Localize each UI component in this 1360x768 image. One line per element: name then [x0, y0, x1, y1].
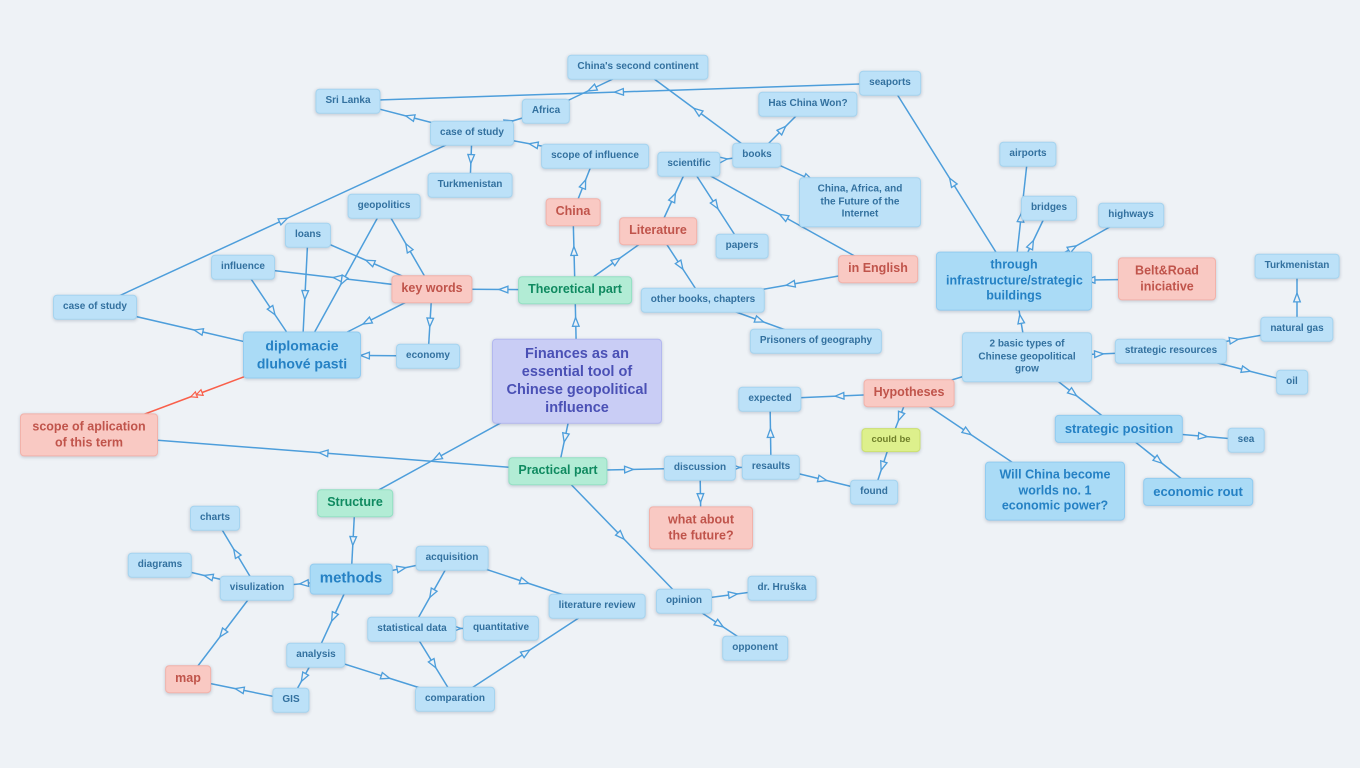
node-resaults[interactable]: resaults — [741, 454, 801, 480]
node-could-be[interactable]: could be — [861, 428, 921, 452]
node-scientific[interactable]: scientific — [657, 151, 721, 177]
node-belt-road[interactable]: Belt&Road iniciative — [1118, 257, 1216, 301]
node-strategic-resources[interactable]: strategic resources — [1114, 338, 1228, 364]
node-natural-gas[interactable]: natural gas — [1260, 316, 1334, 342]
node-other-books[interactable]: other books, chapters — [640, 287, 766, 313]
node-hypotheses[interactable]: Hypotheses — [863, 379, 955, 407]
node-literature[interactable]: Literature — [619, 217, 697, 245]
edge-practical-part-opinion — [557, 470, 685, 602]
node-books[interactable]: books — [732, 142, 782, 168]
node-opponent[interactable]: opponent — [722, 635, 788, 661]
node-finances[interactable]: Finances as an essential tool of Chinese… — [492, 338, 662, 424]
node-oil[interactable]: oil — [1276, 369, 1308, 395]
node-will-china[interactable]: Will China become worlds no. 1 economic … — [985, 461, 1125, 521]
edge-in-english-scientific — [688, 163, 879, 270]
node-opinion[interactable]: opinion — [655, 588, 713, 614]
node-china-africa-internet[interactable]: China, Africa, and the Future of the Int… — [799, 177, 921, 227]
edge-key-words-geopolitics — [383, 205, 433, 290]
edge-infrastructure-seaports — [889, 82, 1015, 282]
node-china[interactable]: China — [545, 198, 601, 226]
node-map[interactable]: map — [165, 665, 211, 693]
node-turkmenistan-right[interactable]: Turkmenistan — [1254, 253, 1340, 279]
node-dr-hruska[interactable]: dr. Hruška — [747, 575, 817, 601]
node-expected[interactable]: expected — [738, 386, 802, 412]
node-visulization[interactable]: visulization — [219, 575, 295, 601]
node-practical-part[interactable]: Practical part — [508, 457, 608, 485]
node-economic-rout[interactable]: economic rout — [1143, 477, 1253, 507]
node-diagrams[interactable]: diagrams — [127, 552, 193, 578]
node-two-basic-types[interactable]: 2 basic types of Chinese geopolitical gr… — [962, 332, 1092, 382]
node-sea[interactable]: sea — [1227, 427, 1265, 453]
edge-geopolitics-diplomacie — [301, 205, 385, 356]
node-comparation[interactable]: comparation — [414, 686, 496, 712]
edge-case-of-study-left-case-of-study-top — [94, 132, 473, 308]
node-diplomacie[interactable]: diplomacie dluhové pasti — [243, 331, 361, 379]
node-theoretical-part[interactable]: Theoretical part — [518, 276, 632, 304]
node-discussion[interactable]: discussion — [663, 455, 737, 481]
node-africa[interactable]: Africa — [521, 98, 571, 124]
node-bridges[interactable]: bridges — [1020, 195, 1078, 221]
node-infrastructure[interactable]: through infrastructure/strategic buildin… — [936, 251, 1092, 311]
node-statistical-data[interactable]: statistical data — [367, 616, 457, 642]
node-structure[interactable]: Structure — [317, 489, 393, 517]
node-prisoners[interactable]: Prisoners of geography — [749, 328, 883, 354]
node-scope-of-influence[interactable]: scope of influence — [541, 143, 649, 169]
node-loans[interactable]: loans — [284, 222, 332, 248]
node-strategic-position[interactable]: strategic position — [1054, 414, 1184, 444]
node-in-english[interactable]: in English — [838, 255, 918, 283]
node-charts[interactable]: charts — [189, 505, 241, 531]
node-seaports[interactable]: seaports — [859, 70, 921, 96]
node-scope-aplication[interactable]: scope of aplication of this term — [20, 413, 158, 457]
node-influence[interactable]: influence — [211, 254, 275, 280]
node-airports[interactable]: airports — [999, 141, 1057, 167]
node-chinas-second-continent[interactable]: China's second continent — [567, 54, 709, 80]
node-case-of-study-left[interactable]: case of study — [53, 294, 137, 320]
edge-practical-part-scope-aplication — [88, 434, 559, 472]
node-literature-review[interactable]: literature review — [548, 593, 646, 619]
node-case-of-study-top[interactable]: case of study — [430, 120, 514, 146]
node-highways[interactable]: highways — [1098, 202, 1164, 228]
node-has-china-won[interactable]: Has China Won? — [758, 91, 858, 117]
node-methods[interactable]: methods — [309, 563, 393, 595]
node-found[interactable]: found — [850, 479, 898, 505]
edge-scientific-papers — [688, 163, 743, 247]
node-acquisition[interactable]: acquisition — [415, 545, 489, 571]
node-turkmenistan-top[interactable]: Turkmenistan — [427, 172, 513, 198]
node-sri-lanka[interactable]: Sri Lanka — [315, 88, 381, 114]
node-economy[interactable]: economy — [396, 343, 460, 369]
edge-seaports-sri-lanka — [347, 82, 891, 102]
node-what-about[interactable]: what about the future? — [649, 506, 753, 550]
edge-comparation-literature-review — [454, 605, 598, 700]
node-gis[interactable]: GIS — [272, 687, 310, 713]
node-key-words[interactable]: key words — [391, 275, 473, 303]
node-analysis[interactable]: analysis — [286, 642, 346, 668]
node-quantitative[interactable]: quantitative — [462, 615, 540, 641]
edge-books-chinas-second-continent — [637, 66, 758, 156]
edge-visulization-map — [187, 587, 258, 680]
node-papers[interactable]: papers — [715, 233, 769, 259]
node-geopolitics[interactable]: geopolitics — [347, 193, 421, 219]
